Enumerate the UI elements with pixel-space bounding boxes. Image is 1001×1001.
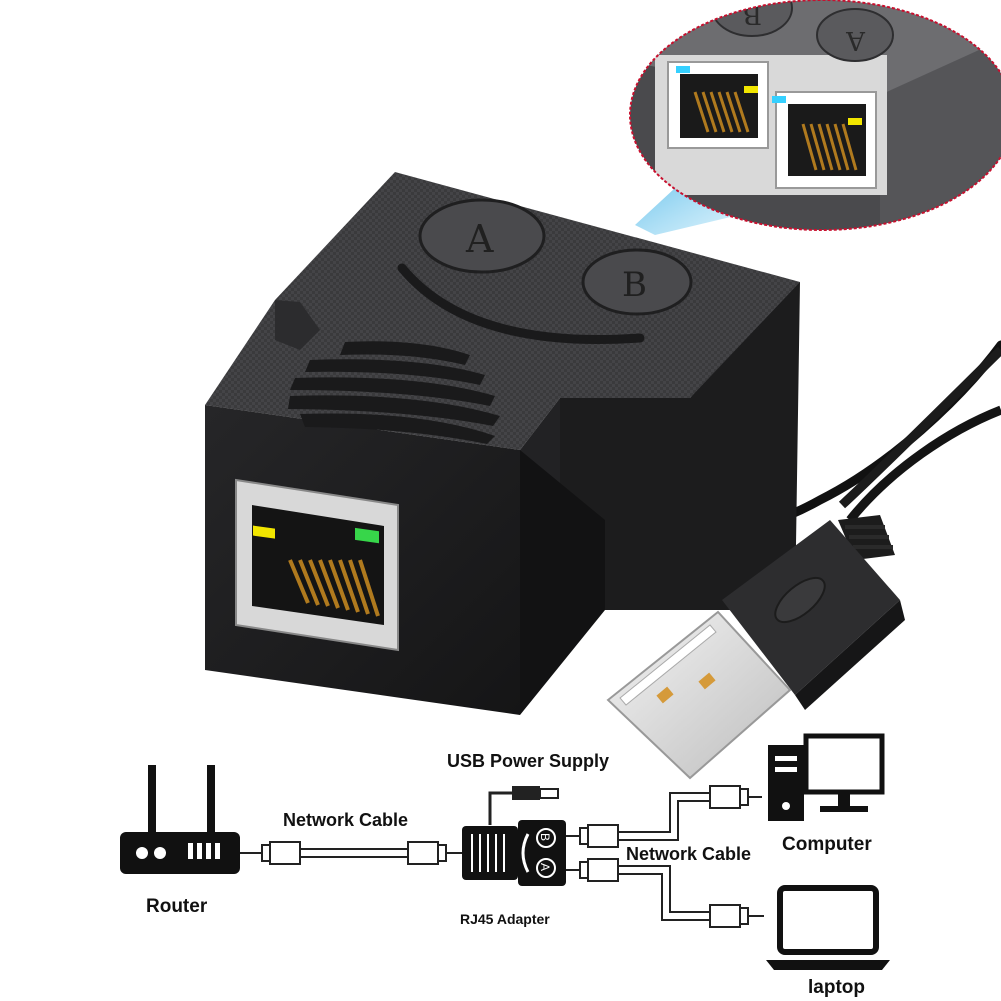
front-led-green	[355, 527, 379, 544]
rj45-splitter-product: A B	[205, 172, 1001, 780]
laptop-icon	[766, 885, 890, 970]
adapter-icon: B A	[462, 820, 566, 886]
router-icon	[120, 765, 240, 874]
computer-label: Computer	[782, 834, 872, 855]
network-cable-left-label: Network Cable	[283, 810, 408, 830]
network-cable-computer	[566, 785, 762, 848]
inset-port-b-mark: B	[743, 0, 762, 29]
adapter-port-a-mark: A	[538, 863, 552, 871]
router-label: Router	[146, 896, 208, 917]
adapter-port-b-mark: B	[538, 833, 552, 841]
network-cable-right-label: Network Cable	[626, 844, 751, 864]
usb-power-supply-icon	[488, 786, 559, 825]
usb-a-plug	[606, 515, 905, 780]
network-cable-left	[240, 841, 462, 865]
adapter-label: RJ45 Adapter	[460, 911, 550, 927]
housing-right-side	[560, 282, 800, 610]
wiring-diagram: Router Network Cable USB Power Supply	[120, 733, 890, 998]
usb-power-supply-label: USB Power Supply	[447, 751, 609, 771]
inset-led-cyan-2	[772, 96, 786, 103]
inset-led-yellow-2	[848, 118, 862, 125]
smile-groove	[397, 263, 645, 345]
zoom-inset: B A	[629, 0, 1001, 235]
computer-icon	[768, 733, 885, 821]
front-led-yellow	[253, 525, 275, 539]
front-rj45-port	[235, 478, 399, 652]
inset-port-a-mark: A	[845, 25, 866, 55]
inset-led-yellow-1	[744, 86, 758, 93]
vent-grille	[288, 341, 500, 444]
inset-led-cyan-1	[676, 66, 690, 73]
housing-port-a-mark: A	[465, 217, 494, 261]
network-cable-laptop	[566, 858, 764, 928]
usb-metal-shell	[606, 610, 792, 780]
laptop-label: laptop	[808, 977, 865, 998]
housing-port-b-mark: B	[622, 265, 647, 305]
